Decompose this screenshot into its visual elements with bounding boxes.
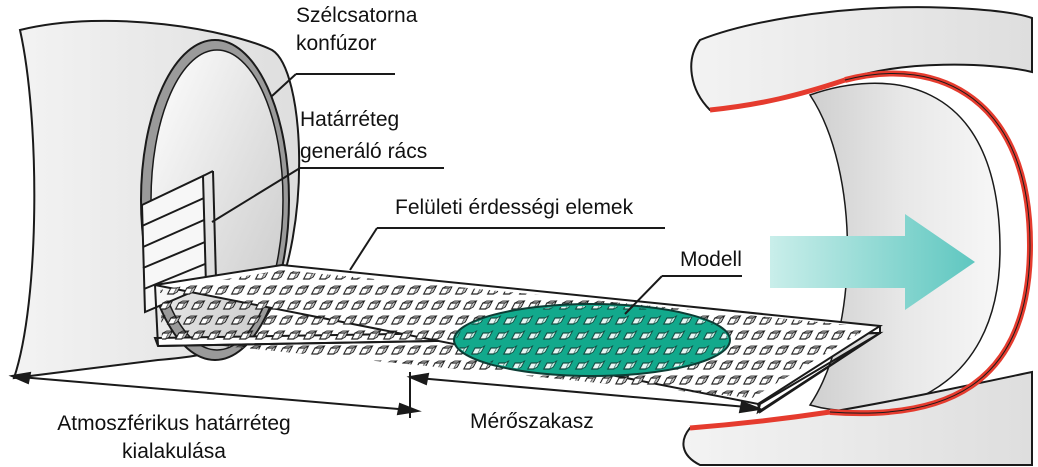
confusor-label-line1: Szélcsatorna: [296, 4, 417, 28]
grid-label-line2: generáló rács: [300, 140, 427, 164]
atmospheric-label-line2: kialakulása: [44, 440, 304, 464]
model-area: [454, 304, 730, 376]
dimension-atmospheric: [20, 377, 410, 410]
model-label: Modell: [680, 248, 742, 272]
confusor-label-line2: konfúzor: [296, 32, 417, 56]
leader-roughness: [350, 228, 377, 270]
test-section-label: Mérőszakasz: [470, 410, 594, 434]
atmospheric-label: Atmoszférikus határréteg kialakulása: [44, 412, 304, 464]
grid-label: Határréteg generáló rács: [300, 108, 427, 164]
grid-label-line1: Határréteg: [300, 108, 427, 132]
atmospheric-label-line1: Atmoszférikus határréteg: [44, 412, 304, 436]
roughness-label: Felületi érdességi elemek: [395, 196, 633, 220]
confusor-label: Szélcsatorna konfúzor: [296, 4, 417, 56]
